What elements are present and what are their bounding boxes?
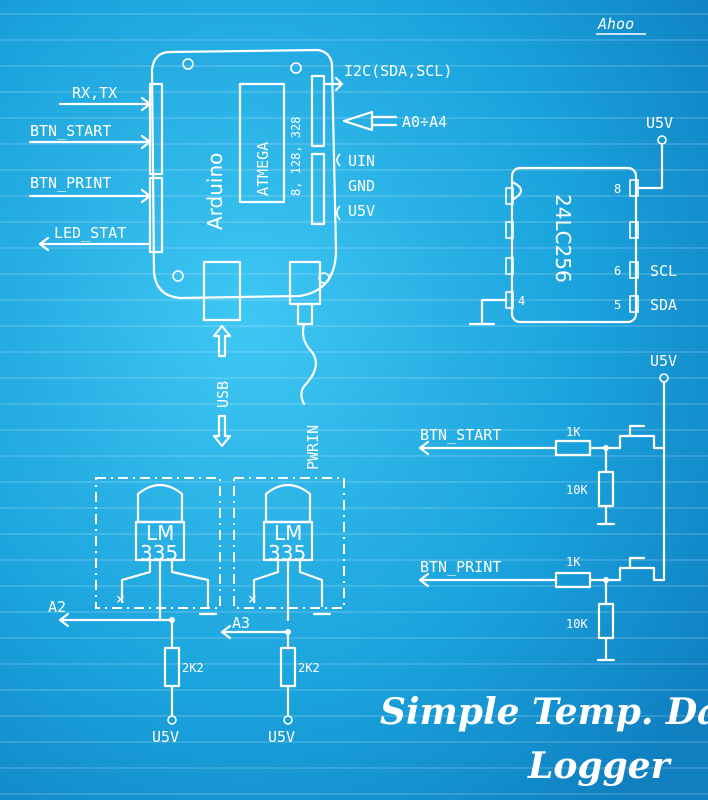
eeprom-pin-8: 8 — [614, 182, 621, 196]
btn-start-series-r: 1K — [566, 425, 581, 439]
btn-start-pulldown-r: 10K — [566, 483, 588, 497]
signal-analog: A0÷A4 — [402, 113, 447, 131]
board-label: Arduino — [203, 153, 227, 230]
eeprom-supply: U5V — [646, 114, 673, 132]
sensor-1: LM 335 × A2 2K2 U5V — [48, 477, 221, 746]
mcu-label: ATMEGA — [254, 142, 272, 196]
eeprom-scl: SCL — [650, 262, 677, 280]
power-label: PWRIN — [304, 425, 322, 470]
sensor-2: LM 335 × A3 2K2 U5V — [220, 477, 345, 746]
signal-5v: U5V — [348, 202, 375, 220]
buttons-supply: U5V — [650, 352, 677, 370]
sensor-2-nc: × — [248, 590, 257, 608]
signal-i2c: I2C(SDA,SCL) — [344, 62, 452, 80]
title-line-1: Simple Temp. Data — [380, 691, 708, 733]
sensor-2-supply: U5V — [268, 728, 295, 746]
sensor-1-nc: × — [116, 590, 125, 608]
left-signals: RX,TX BTN_START BTN_PRINT LED_STAT — [28, 84, 152, 252]
signal-rx-tx: RX,TX — [72, 84, 117, 102]
eeprom-pin-4: 4 — [518, 294, 525, 308]
sensor-1-supply: U5V — [152, 728, 179, 746]
sensor-1-line1: LM — [146, 521, 174, 545]
sensor-1-output: A2 — [48, 598, 66, 616]
btn-start-signal: BTN_START — [420, 426, 501, 444]
sensor-1-resistor: 2K2 — [182, 661, 204, 675]
signal-gnd: GND — [348, 177, 375, 195]
usb-and-power: USB PWRIN — [212, 322, 322, 470]
signal-vin: UIN — [348, 152, 375, 170]
signal-btn-start: BTN_START — [30, 122, 111, 140]
btn-print-series-r: 1K — [566, 555, 581, 569]
sensor-2-resistor: 2K2 — [298, 661, 320, 675]
btn-print-pulldown-r: 10K — [566, 617, 588, 631]
eeprom-sda: SDA — [650, 296, 677, 314]
sensor-2-output: A3 — [232, 614, 250, 632]
button-circuit: U5V BTN_START 1K 10K BTN_PRINT 1K 10K — [418, 352, 677, 662]
right-signals: I2C(SDA,SCL) A0÷A4 UIN GND U5V — [322, 62, 452, 221]
eeprom-pin-5: 5 — [614, 298, 621, 312]
eeprom-pin-6: 6 — [614, 264, 621, 278]
sensor-2-line1: LM — [274, 521, 302, 545]
arduino-board: ATMEGA 8, 128, 328 Arduino — [148, 48, 338, 326]
btn-print-signal: BTN_PRINT — [420, 558, 501, 576]
eeprom-24lc256: 24LC256 4 8 6 5 SCL SDA U5V — [468, 114, 677, 326]
title-line-2: Logger — [527, 745, 673, 787]
eeprom-part: 24LC256 — [551, 194, 575, 283]
signal-btn-print: BTN_PRINT — [30, 174, 111, 192]
author-signature: Ahoo — [597, 15, 634, 33]
usb-label: USB — [214, 381, 232, 408]
mcu-variants: 8, 128, 328 — [289, 117, 303, 196]
signal-led-stat: LED_STAT — [54, 224, 126, 242]
